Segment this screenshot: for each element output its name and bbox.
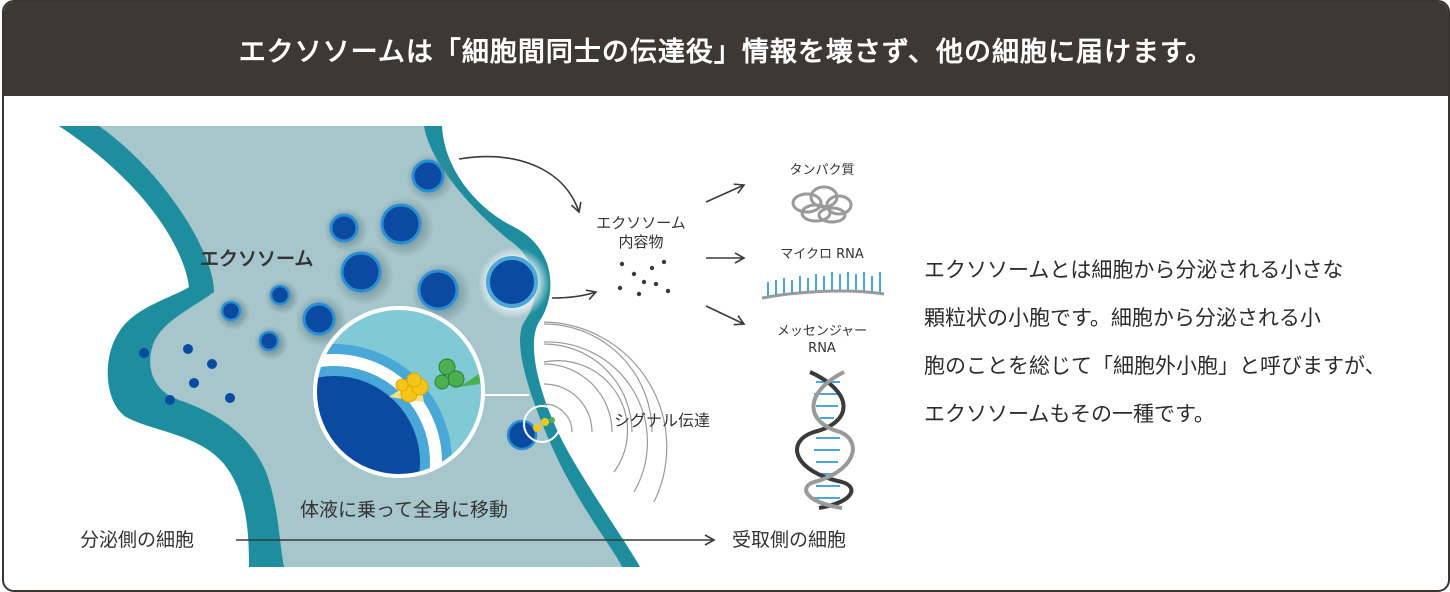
microrna-label: マイクロ RNA <box>780 247 864 262</box>
receptor-highlight <box>523 405 561 443</box>
receiving-cell-label: 受取側の細胞 <box>732 529 846 551</box>
body-fluid-label: 体液に乗って全身に移動 <box>300 499 508 521</box>
contents-label-line2: 内容物 <box>618 233 663 251</box>
contents-label-line1: エクソソーム <box>596 214 686 232</box>
exosome-diagram: エクソソーム エクソソーム 内容物 タンパク質 マイクロ RNA メッセンジャー… <box>59 126 885 567</box>
secreting-cell-label: 分泌側の細胞 <box>80 529 194 551</box>
mrna-label-line1: メッセンジャー <box>777 324 867 339</box>
mrna-icon <box>795 370 855 510</box>
protein-label: タンパク質 <box>789 163 854 178</box>
exosome-vesicles <box>216 154 550 451</box>
header-bar: エクソソームは「細胞間同士の伝達役」情報を壊さず、他の細胞に届けます。 <box>4 2 1448 96</box>
receptor-icon <box>533 417 555 432</box>
description-line: エクソソームもその一種です。 <box>924 402 1215 426</box>
secreting-cell-membrane <box>59 126 284 567</box>
mrna-label-line2: RNA <box>808 341 836 356</box>
release-arrow-bottom <box>551 289 598 301</box>
arrow-to-mrna <box>705 305 746 326</box>
page-title: エクソソームは「細胞間同士の伝達役」情報を壊さず、他の細胞に届けます。 <box>238 36 1214 68</box>
description-line: 胞のことを総じて「細胞外小胞」と呼びますが、 <box>924 354 1386 378</box>
microrna-icon <box>761 272 885 300</box>
arrow-to-protein <box>705 183 746 203</box>
signal-waves <box>543 321 668 503</box>
receiving-cell-membrane <box>424 126 640 567</box>
description-line: エクソソームとは細胞から分泌される小さな <box>924 258 1344 282</box>
description-line: 顆粒状の小胞です。細胞から分泌される小 <box>924 306 1321 330</box>
description-text: エクソソームとは細胞から分泌される小さな 顆粒状の小胞です。細胞から分泌される小… <box>924 246 1414 438</box>
contents-dots <box>617 259 671 297</box>
protein-icon <box>791 185 853 224</box>
signal-label: シグナル伝達 <box>614 411 710 430</box>
release-arrow-top <box>458 155 582 214</box>
exosome-label: エクソソーム <box>200 248 313 270</box>
cell-particles <box>139 344 235 405</box>
